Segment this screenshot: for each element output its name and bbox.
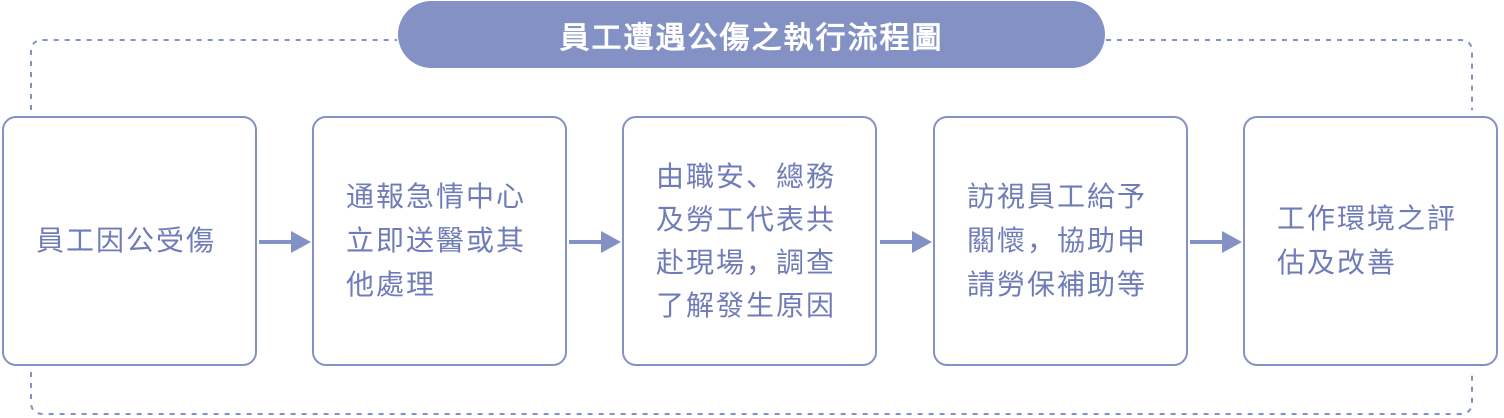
step-3-box: 由職安、總務 及勞工代表共 赴現場，調查 了解發生原因 [622, 116, 877, 366]
step-4-line-1: 訪視員工給予 [967, 180, 1148, 213]
arrow-right-icon [1190, 231, 1242, 253]
diagram-title: 員工遭遇公傷之執行流程圖 [559, 20, 944, 56]
step-2-line-2: 立即送醫或其 [346, 224, 527, 257]
step-1-box: 員工因公受傷 [2, 116, 257, 366]
arrow-right-icon [880, 231, 932, 253]
step-5-line-2: 估及改善 [1277, 246, 1398, 279]
step-3-line-2: 及勞工代表共 [656, 203, 837, 236]
step-5-text: 工作環境之評 估及改善 [1277, 197, 1476, 285]
title-banner: 員工遭遇公傷之執行流程圖 [398, 1, 1105, 68]
step-3-text: 由職安、總務 及勞工代表共 赴現場，調查 了解發生原因 [656, 155, 855, 327]
arrow-right-icon [259, 231, 311, 253]
step-2-line-1: 通報急情中心 [346, 180, 527, 213]
step-1-line-1: 員工因公受傷 [36, 224, 217, 257]
step-1-text: 員工因公受傷 [36, 219, 235, 263]
step-2-box: 通報急情中心 立即送醫或其 他處理 [312, 116, 567, 366]
step-2-text: 通報急情中心 立即送醫或其 他處理 [346, 175, 545, 307]
step-2-line-3: 他處理 [346, 268, 437, 301]
arrow-right-icon [569, 231, 621, 253]
step-5-box: 工作環境之評 估及改善 [1243, 116, 1498, 366]
step-4-box: 訪視員工給予 關懷，協助申 請勞保補助等 [933, 116, 1188, 366]
step-4-text: 訪視員工給予 關懷，協助申 請勞保補助等 [967, 175, 1166, 307]
step-3-line-3: 赴現場，調查 [656, 246, 837, 279]
step-3-line-1: 由職安、總務 [656, 160, 837, 193]
step-5-line-1: 工作環境之評 [1277, 202, 1458, 235]
step-4-line-2: 關懷，協助申 [967, 224, 1148, 257]
step-4-line-3: 請勞保補助等 [967, 268, 1148, 301]
step-3-line-4: 了解發生原因 [656, 289, 837, 322]
